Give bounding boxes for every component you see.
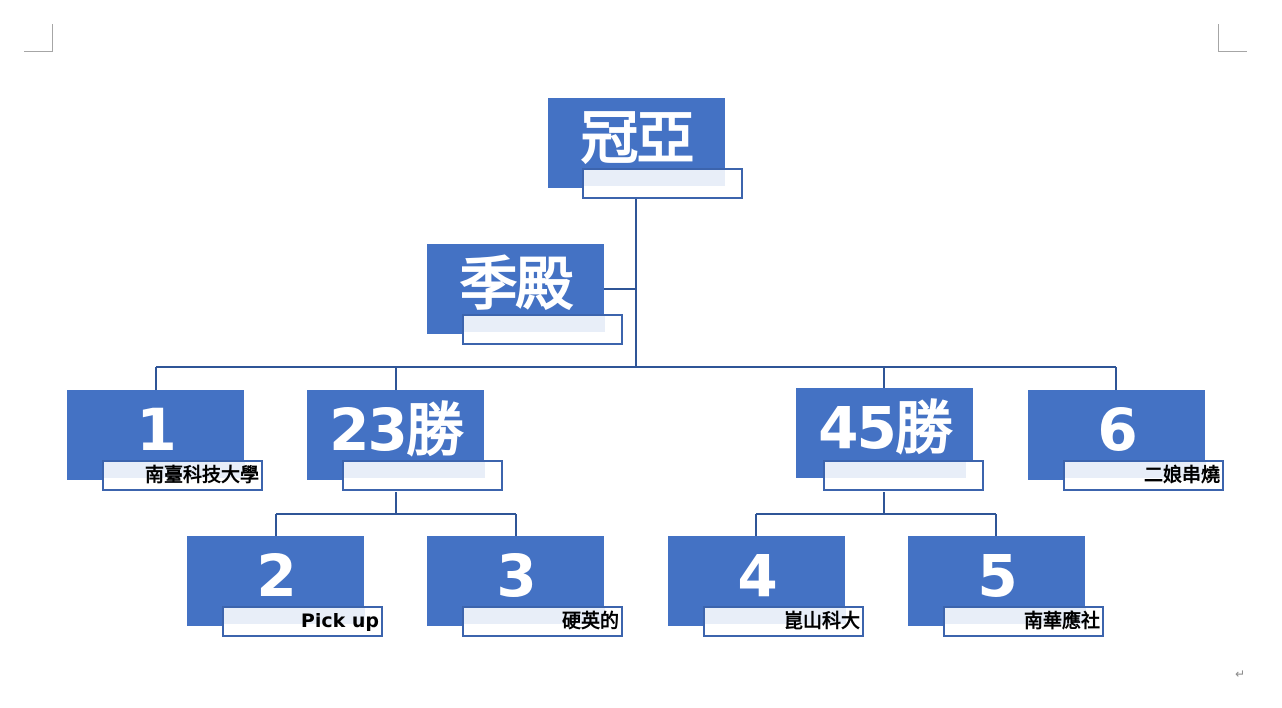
connector-45-down — [755, 492, 997, 536]
node-level2-4-caption: 南華應社 — [1023, 610, 1100, 632]
node-level2-2-caption-box[interactable]: 硬英的 — [462, 606, 623, 637]
node-level2-3-caption-box[interactable]: 崑山科大 — [703, 606, 864, 637]
node-level2-1[interactable]: 2 — [187, 536, 364, 626]
node-level1-1-title: 1 — [136, 396, 176, 464]
node-assistant-caption-box[interactable] — [462, 314, 623, 345]
node-level1-3-caption-box[interactable] — [823, 460, 984, 491]
node-level1-2-title: 23勝 — [329, 396, 464, 464]
node-level1-4-title: 6 — [1097, 396, 1137, 464]
node-level2-2-caption: 硬英的 — [561, 610, 619, 632]
crop-mark-top-right — [1218, 24, 1247, 52]
crop-mark-top-left — [24, 24, 53, 52]
node-level2-2-title: 3 — [496, 542, 536, 610]
node-level2-3-caption: 崑山科大 — [783, 610, 860, 632]
node-level2-1-title: 2 — [256, 542, 296, 610]
node-root-title: 冠亞 — [580, 104, 694, 172]
node-level2-3-title: 4 — [737, 542, 777, 610]
paragraph-mark-icon: ↵ — [1235, 667, 1246, 681]
node-level1-1-caption: 南臺科技大學 — [144, 464, 259, 486]
node-level1-3-title: 45勝 — [818, 394, 953, 462]
node-assistant-title: 季殿 — [459, 250, 573, 318]
node-level2-1-caption-box[interactable]: Pick up — [222, 606, 383, 637]
node-level1-4-caption-box[interactable]: 二娘串燒 — [1063, 460, 1224, 491]
node-level2-1-caption: Pick up — [300, 610, 379, 632]
connector-23-down — [275, 492, 517, 536]
node-level1-4-caption: 二娘串燒 — [1143, 464, 1220, 486]
node-level1-1-caption-box[interactable]: 南臺科技大學 — [102, 460, 263, 491]
node-level1-2-caption-box[interactable] — [342, 460, 503, 491]
node-level2-4-caption-box[interactable]: 南華應社 — [943, 606, 1104, 637]
node-root-caption-box[interactable] — [582, 168, 743, 199]
node-level2-4-title: 5 — [977, 542, 1017, 610]
